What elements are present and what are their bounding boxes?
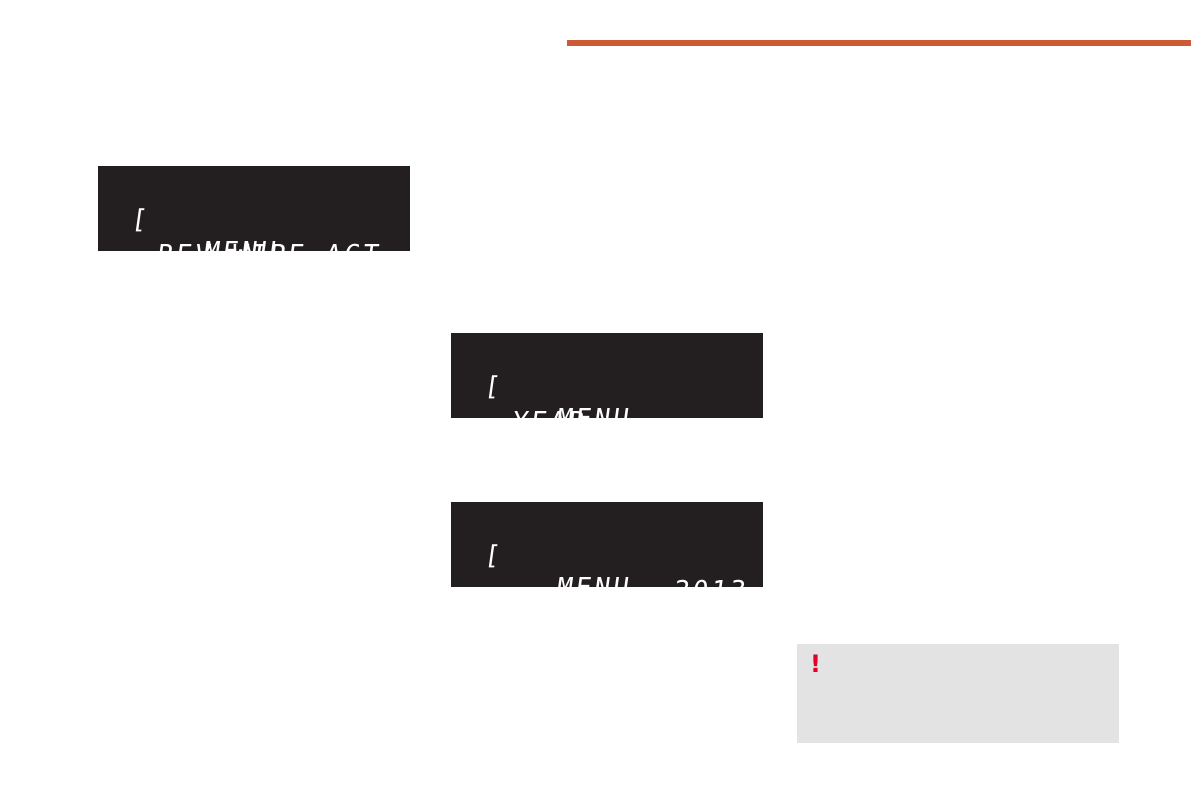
lcd-bracket-right: ] [695, 605, 719, 635]
lcd-display-year-value: [ MENU ] 2013 [449, 502, 765, 635]
lcd-row-bottom: REV WIPE ACT [96, 207, 412, 270]
header-accent-rule [567, 40, 1191, 46]
exclamation-icon: ! [810, 650, 821, 678]
lcd-bracket-right: ] [342, 269, 366, 299]
warning-note-box: ! [797, 644, 1119, 743]
lcd-row-top: [ MENU ] [449, 339, 765, 466]
lcd-menu-title: MENU [554, 573, 634, 603]
lcd-display-year: [ MENU ] YEAR [449, 333, 765, 466]
lcd-display-rev-wipe: [ MENU ] REV WIPE ACT [96, 166, 412, 299]
lcd-menu-item: YEAR [510, 407, 590, 437]
lcd-row-bottom: 2013 [449, 543, 765, 606]
lcd-row-top: [ MENU ] [96, 172, 412, 299]
lcd-year-value: 2013 [671, 576, 751, 606]
lcd-row-top: [ MENU ] [449, 508, 765, 635]
lcd-menu-item: REV WIPE ACT [155, 240, 384, 270]
lcd-row-bottom: YEAR [449, 374, 765, 437]
lcd-bracket-right: ] [695, 436, 719, 466]
